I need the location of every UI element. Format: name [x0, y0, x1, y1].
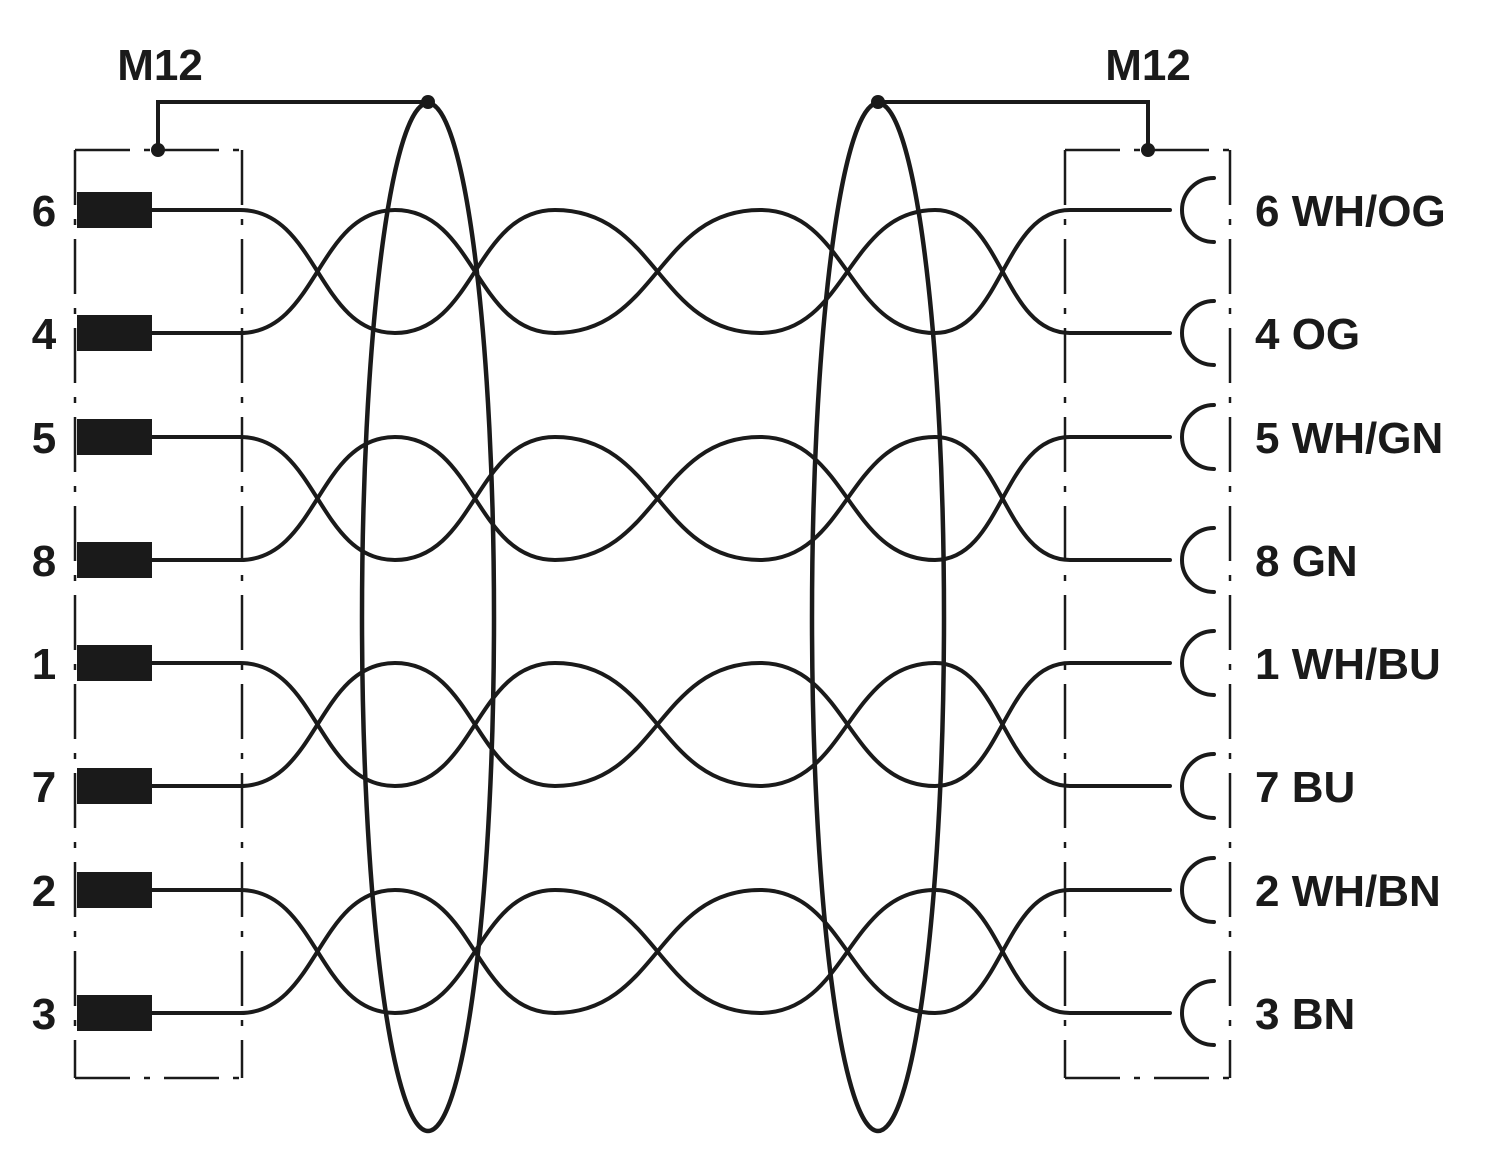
wire-pin-4: [150, 207, 1172, 336]
left-pin-number: 8: [32, 537, 56, 586]
left-connector-title: M12: [117, 41, 203, 90]
left-shield-drain: [151, 95, 435, 157]
right-pin-label: 1 WH/BU: [1255, 640, 1441, 689]
right-connector-title: M12: [1105, 41, 1191, 90]
female-socket-icon: [1180, 752, 1216, 820]
right-pin-row: 7 BU: [1180, 752, 1355, 820]
female-socket-icon: [1180, 403, 1216, 471]
wire-pin-6: [150, 207, 1172, 336]
right-pin-row: 8 GN: [1180, 526, 1358, 594]
left-pin-row: 1: [32, 640, 152, 689]
wire-pin-2: [150, 887, 1172, 1016]
wire-pin-1: [150, 660, 1172, 789]
twisted-pair-5-8: [150, 434, 1172, 563]
male-pin-block-icon: [77, 542, 152, 578]
wire-pin-8: [150, 434, 1172, 563]
left-pin-row: 4: [32, 310, 152, 359]
left-connector-housing: [73, 148, 244, 1080]
male-pin-block-icon: [77, 315, 152, 351]
right-pin-row: 2 WH/BN: [1180, 856, 1441, 924]
pin-row-group: 6 4 5 8 1 7 2 3 6 WH/OG 4 OG 5 WH/GN 8 GN 1 WH/BU 7 B…: [32, 176, 1446, 1047]
female-socket-icon: [1180, 176, 1216, 244]
left-pin-row: 2: [32, 867, 152, 916]
right-pin-label: 3 BN: [1255, 990, 1355, 1039]
left-pin-row: 7: [32, 763, 152, 812]
right-cable-shield-icon: [809, 100, 947, 1134]
right-pin-label: 6 WH/OG: [1255, 187, 1446, 236]
right-pin-label: 4 OG: [1255, 310, 1360, 359]
left-cable-shield-icon: [359, 100, 497, 1134]
left-pin-number: 7: [32, 763, 56, 812]
right-pin-row: 4 OG: [1180, 299, 1360, 367]
male-pin-block-icon: [77, 645, 152, 681]
left-pin-number: 4: [32, 310, 57, 359]
twisted-pair-2-3: [150, 887, 1172, 1016]
right-pin-label: 5 WH/GN: [1255, 414, 1443, 463]
wire-pin-5: [150, 434, 1172, 563]
twisted-pair-1-7: [150, 660, 1172, 789]
wire-pin-7: [150, 660, 1172, 789]
left-pin-number: 5: [32, 414, 56, 463]
right-pin-row: 6 WH/OG: [1180, 176, 1446, 244]
male-pin-block-icon: [77, 872, 152, 908]
left-pin-number: 1: [32, 640, 56, 689]
male-pin-block-icon: [77, 419, 152, 455]
female-socket-icon: [1180, 856, 1216, 924]
female-socket-icon: [1180, 526, 1216, 594]
right-connector-housing: [1063, 148, 1232, 1080]
female-socket-icon: [1180, 299, 1216, 367]
right-pin-row: 1 WH/BU: [1180, 629, 1441, 697]
male-pin-block-icon: [77, 192, 152, 228]
wire-pin-3: [150, 887, 1172, 1016]
female-socket-icon: [1180, 979, 1216, 1047]
right-pin-row: 3 BN: [1180, 979, 1355, 1047]
female-socket-icon: [1180, 629, 1216, 697]
left-pin-row: 8: [32, 537, 152, 586]
right-pin-label: 7 BU: [1255, 763, 1355, 812]
right-pin-label: 8 GN: [1255, 537, 1358, 586]
twisted-pair-6-4: [150, 207, 1172, 336]
left-pin-row: 3: [32, 990, 152, 1039]
left-pin-number: 6: [32, 187, 56, 236]
left-pin-row: 5: [32, 414, 152, 463]
right-pin-row: 5 WH/GN: [1180, 403, 1443, 471]
left-pin-row: 6: [32, 187, 152, 236]
male-pin-block-icon: [77, 768, 152, 804]
right-shield-drain: [871, 95, 1155, 157]
left-pin-number: 2: [32, 867, 56, 916]
left-pin-number: 3: [32, 990, 56, 1039]
twisted-pair-wires: [150, 207, 1172, 1016]
male-pin-block-icon: [77, 995, 152, 1031]
right-pin-label: 2 WH/BN: [1255, 867, 1441, 916]
